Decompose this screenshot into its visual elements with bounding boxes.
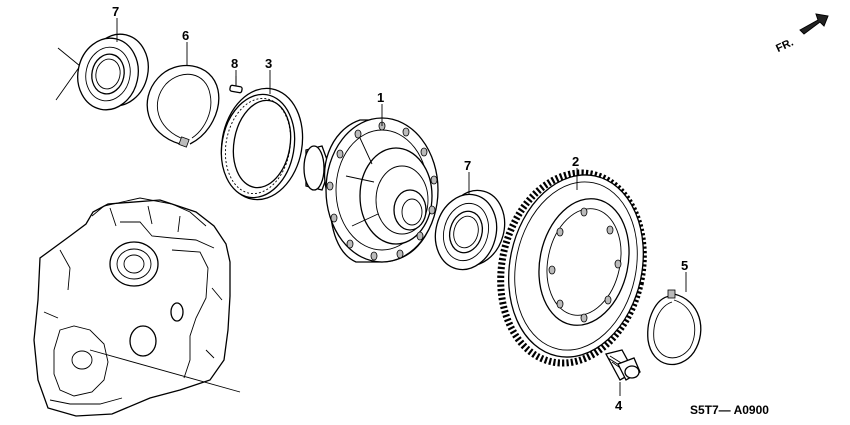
gear-bolt-holes <box>548 207 622 323</box>
callout-8: 8 <box>231 56 238 71</box>
callout-4: 4 <box>615 398 623 413</box>
ball-bearing-right <box>434 189 506 271</box>
differential-carrier <box>303 117 439 263</box>
housing-leader-line <box>89 349 241 393</box>
snap-ring-large <box>146 64 220 148</box>
front-direction-arrow: FR. <box>774 13 829 55</box>
callout-2: 2 <box>572 154 579 169</box>
callout-5: 5 <box>681 258 688 273</box>
ball-bearing-left <box>55 33 149 111</box>
transmission-housing <box>33 197 231 417</box>
final-driven-gear <box>497 169 647 367</box>
gear-bolt <box>605 349 641 381</box>
snap-ring <box>647 289 702 366</box>
shim-ring <box>220 87 304 201</box>
callout-1: 1 <box>377 90 384 105</box>
diagram-code: S5T7— A0900 <box>690 403 769 417</box>
callout-7-left: 7 <box>112 4 119 19</box>
callout-7-right: 7 <box>464 158 471 173</box>
leader-lines <box>116 18 687 396</box>
callout-3: 3 <box>265 56 272 71</box>
callout-6: 6 <box>182 28 189 43</box>
front-direction-label: FR. <box>774 37 795 55</box>
callout-numbers: 7 6 8 3 1 7 2 5 4 <box>112 4 688 413</box>
